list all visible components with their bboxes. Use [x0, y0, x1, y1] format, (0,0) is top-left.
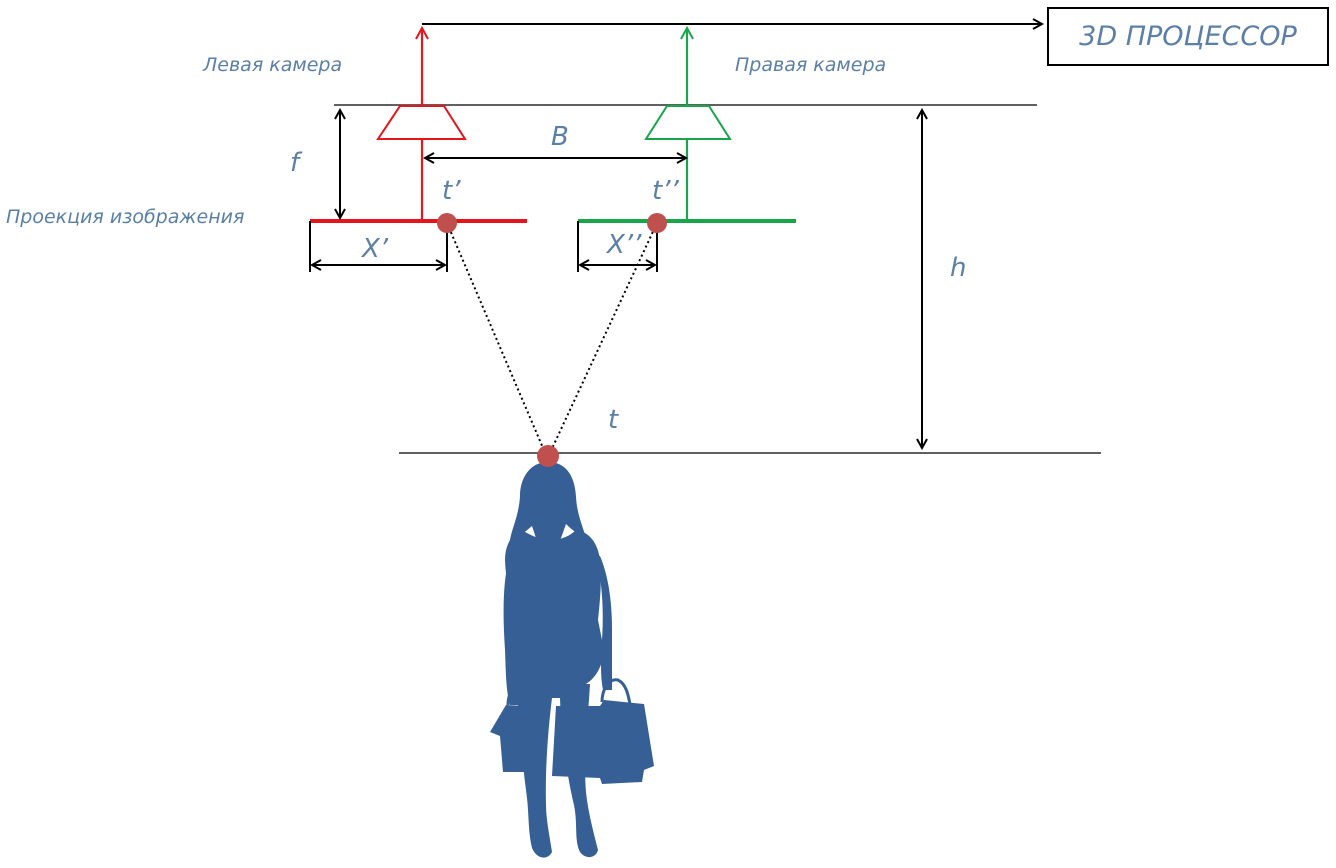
right-lens-icon — [644, 105, 732, 140]
label-h: h — [950, 253, 967, 283]
label-B: B — [551, 122, 569, 152]
label-x-left: X’ — [362, 234, 389, 264]
label-t: t — [608, 405, 619, 435]
label-f: f — [290, 148, 300, 178]
point-t-right — [647, 213, 667, 233]
left-ray — [446, 222, 547, 456]
label-t-left: t’ — [442, 176, 461, 206]
point-t-left — [437, 213, 457, 233]
woman-with-shopping-bags-silhouette-icon — [490, 462, 654, 858]
processor-label: 3D ПРОЦЕССОР — [1079, 21, 1297, 52]
label-x-right: X’’ — [607, 230, 642, 260]
left-lens-icon — [376, 105, 467, 140]
processor-box: 3D ПРОЦЕССОР — [1047, 7, 1329, 66]
left-camera-label: Левая камера — [203, 54, 343, 76]
point-t — [537, 445, 559, 467]
projection-label: Проекция изображения — [6, 206, 245, 228]
right-camera-label: Правая камера — [735, 54, 887, 76]
label-t-right: t’’ — [652, 176, 679, 206]
